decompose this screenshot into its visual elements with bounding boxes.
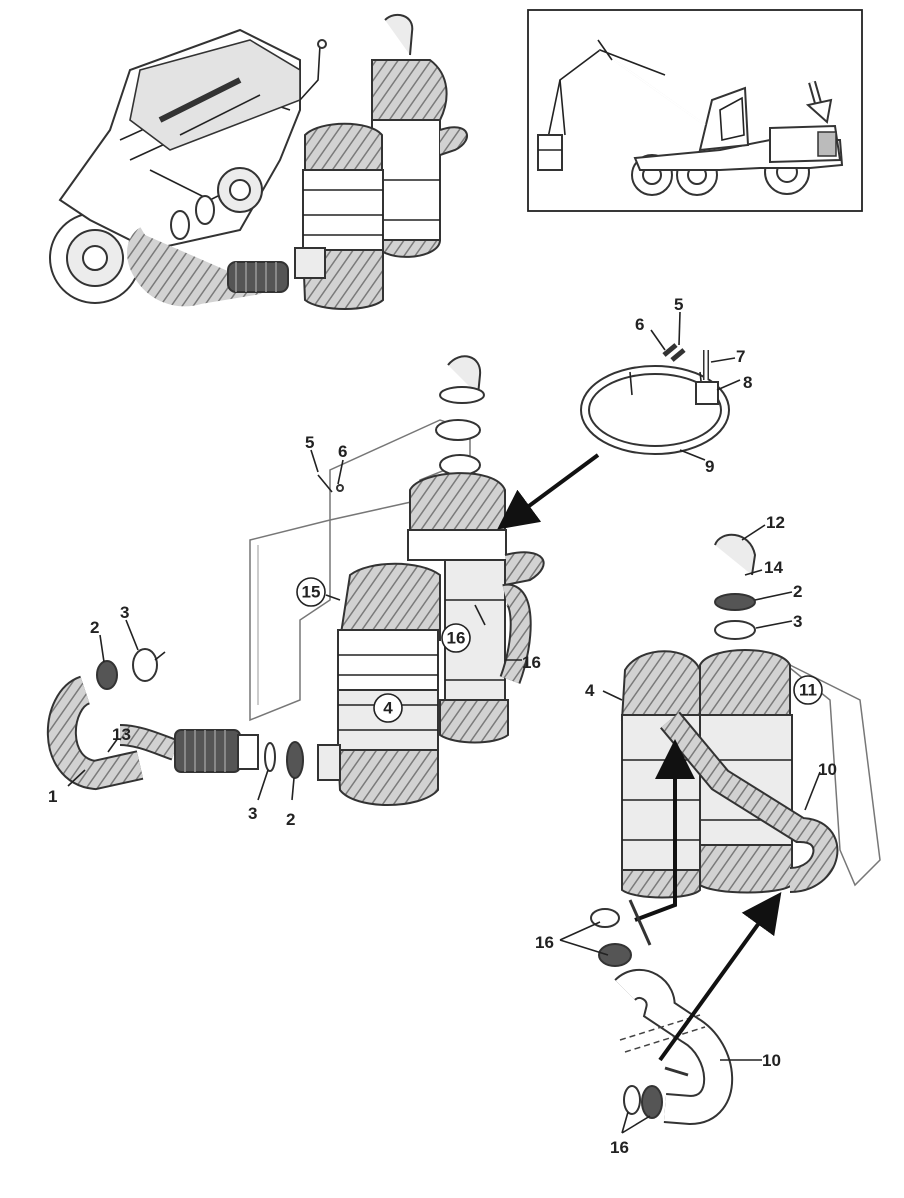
callout-6: 6 <box>635 315 644 334</box>
callout-3: 3 <box>793 612 802 631</box>
right-assembly <box>590 533 881 1126</box>
callout-16: 16 <box>522 653 541 672</box>
callout-9: 9 <box>705 457 714 476</box>
callout-12: 12 <box>766 513 785 532</box>
callout-4-circle <box>373 693 403 723</box>
callout-16: 16 <box>610 1138 629 1157</box>
callout-3: 3 <box>248 804 257 823</box>
callout-2: 2 <box>286 810 295 829</box>
callout-1: 1 <box>48 787 57 806</box>
center-assembly <box>46 355 545 806</box>
callout-15-circle <box>296 577 326 607</box>
callout-2: 2 <box>793 582 802 601</box>
callout-7: 7 <box>736 347 745 366</box>
location-arrow-icon <box>805 80 833 124</box>
callout-16: 16 <box>535 933 554 952</box>
engine-overview-icon <box>49 13 468 310</box>
callout-6: 6 <box>338 442 347 461</box>
callout-4: 4 <box>585 681 595 700</box>
callout-2: 2 <box>90 618 99 637</box>
callout-4: 4 <box>383 699 393 718</box>
callout-8: 8 <box>743 373 752 392</box>
leader-lines <box>67 311 821 1134</box>
callout-5: 5 <box>674 295 683 314</box>
callout-5: 5 <box>305 433 314 452</box>
callout-3: 3 <box>120 603 129 622</box>
clamp-band-part-9 <box>580 343 730 455</box>
callout-16: 16 <box>447 629 466 648</box>
callout-16-circle <box>441 623 471 653</box>
callout-13: 13 <box>112 725 131 744</box>
machine-inset <box>527 9 863 212</box>
callouts: 1 2 3 13 3 2 5 6 15 4 16 16 5 6 7 8 9 12… <box>48 295 837 1157</box>
callout-14: 14 <box>764 558 783 577</box>
callout-10: 10 <box>818 760 837 779</box>
forestry-harvester-icon <box>537 39 844 196</box>
callout-11-circle <box>793 675 823 705</box>
band-location-arrow <box>497 453 600 530</box>
callout-11: 11 <box>799 681 817 700</box>
callout-15: 15 <box>302 583 321 602</box>
callout-10: 10 <box>762 1051 781 1070</box>
